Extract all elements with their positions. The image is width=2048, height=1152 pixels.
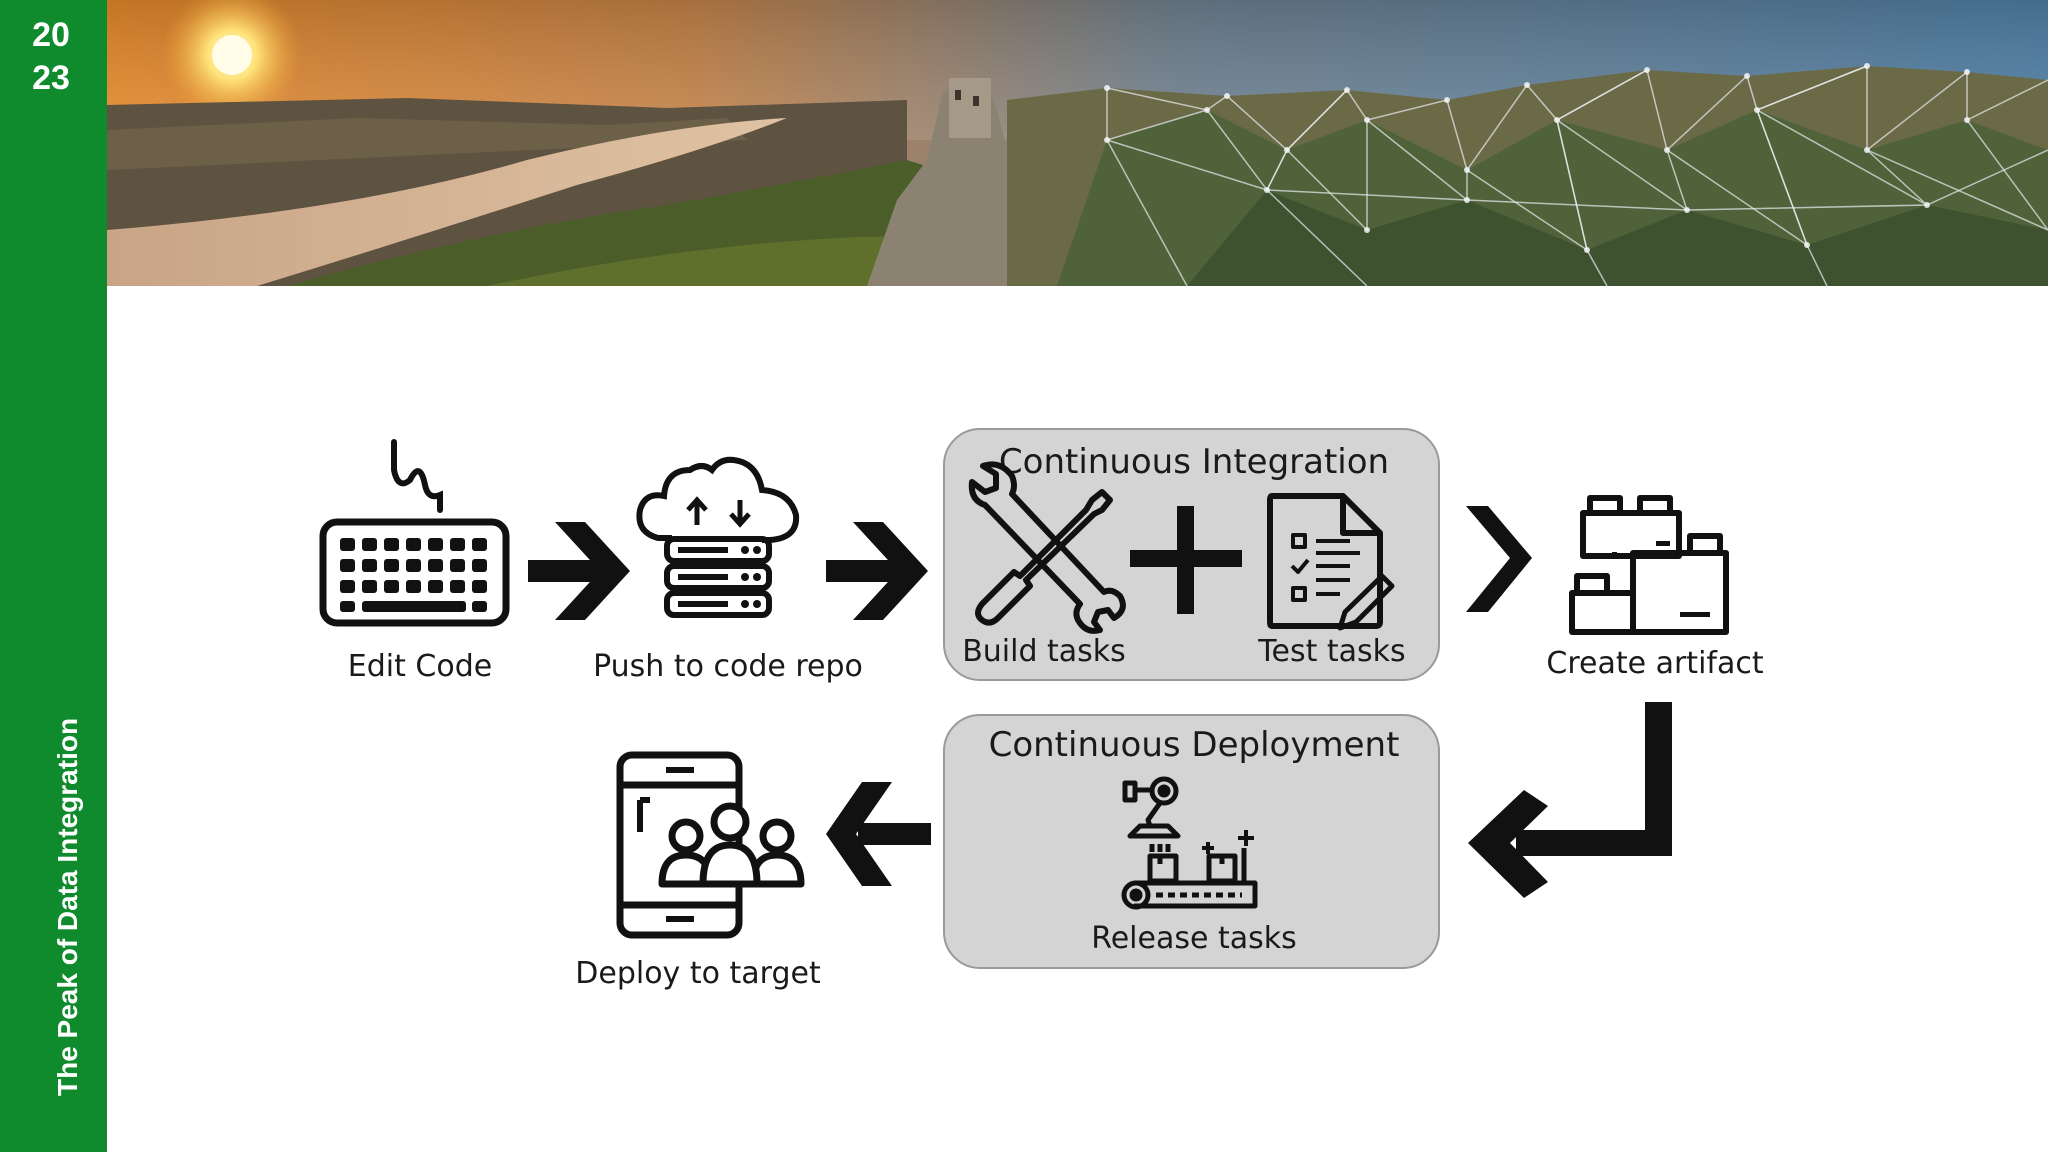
test-tasks-label: Test tasks <box>1257 634 1405 669</box>
arrow-left-icon <box>826 782 931 886</box>
ci-title: Continuous Integration <box>999 442 1389 482</box>
checklist-icon <box>1267 493 1395 631</box>
build-tasks-label: Build tasks <box>962 634 1126 669</box>
cloud-server-icon <box>636 456 800 618</box>
cd-title: Continuous Deployment <box>989 725 1400 765</box>
year-line-2: 23 <box>32 59 70 97</box>
tools-icon <box>968 461 1126 634</box>
header-banner-image <box>107 0 2048 286</box>
landscape-banner-art <box>107 0 2048 286</box>
blocks-icon <box>1569 495 1729 635</box>
arrow-right-icon <box>826 522 928 620</box>
conference-year: 20 23 <box>0 14 102 100</box>
sidebar: 20 23 The Peak of Data Integration <box>0 0 107 1152</box>
deploy-target-label: Deploy to target <box>575 956 821 991</box>
arrow-right-icon <box>528 522 630 620</box>
cd-panel <box>943 714 1440 969</box>
chevron-right-icon <box>1466 506 1532 612</box>
plus-icon <box>1130 506 1242 614</box>
phone-users-icon <box>616 751 805 939</box>
year-line-1: 20 <box>32 16 70 54</box>
create-artifact-label: Create artifact <box>1546 646 1763 681</box>
keyboard-icon <box>319 439 510 627</box>
edit-code-label: Edit Code <box>348 649 492 684</box>
return-arrow-icon <box>1468 702 1672 898</box>
push-repo-label: Push to code repo <box>593 649 863 684</box>
release-tasks-label: Release tasks <box>1091 921 1297 956</box>
robot-arm-conveyor-icon <box>1121 776 1258 910</box>
